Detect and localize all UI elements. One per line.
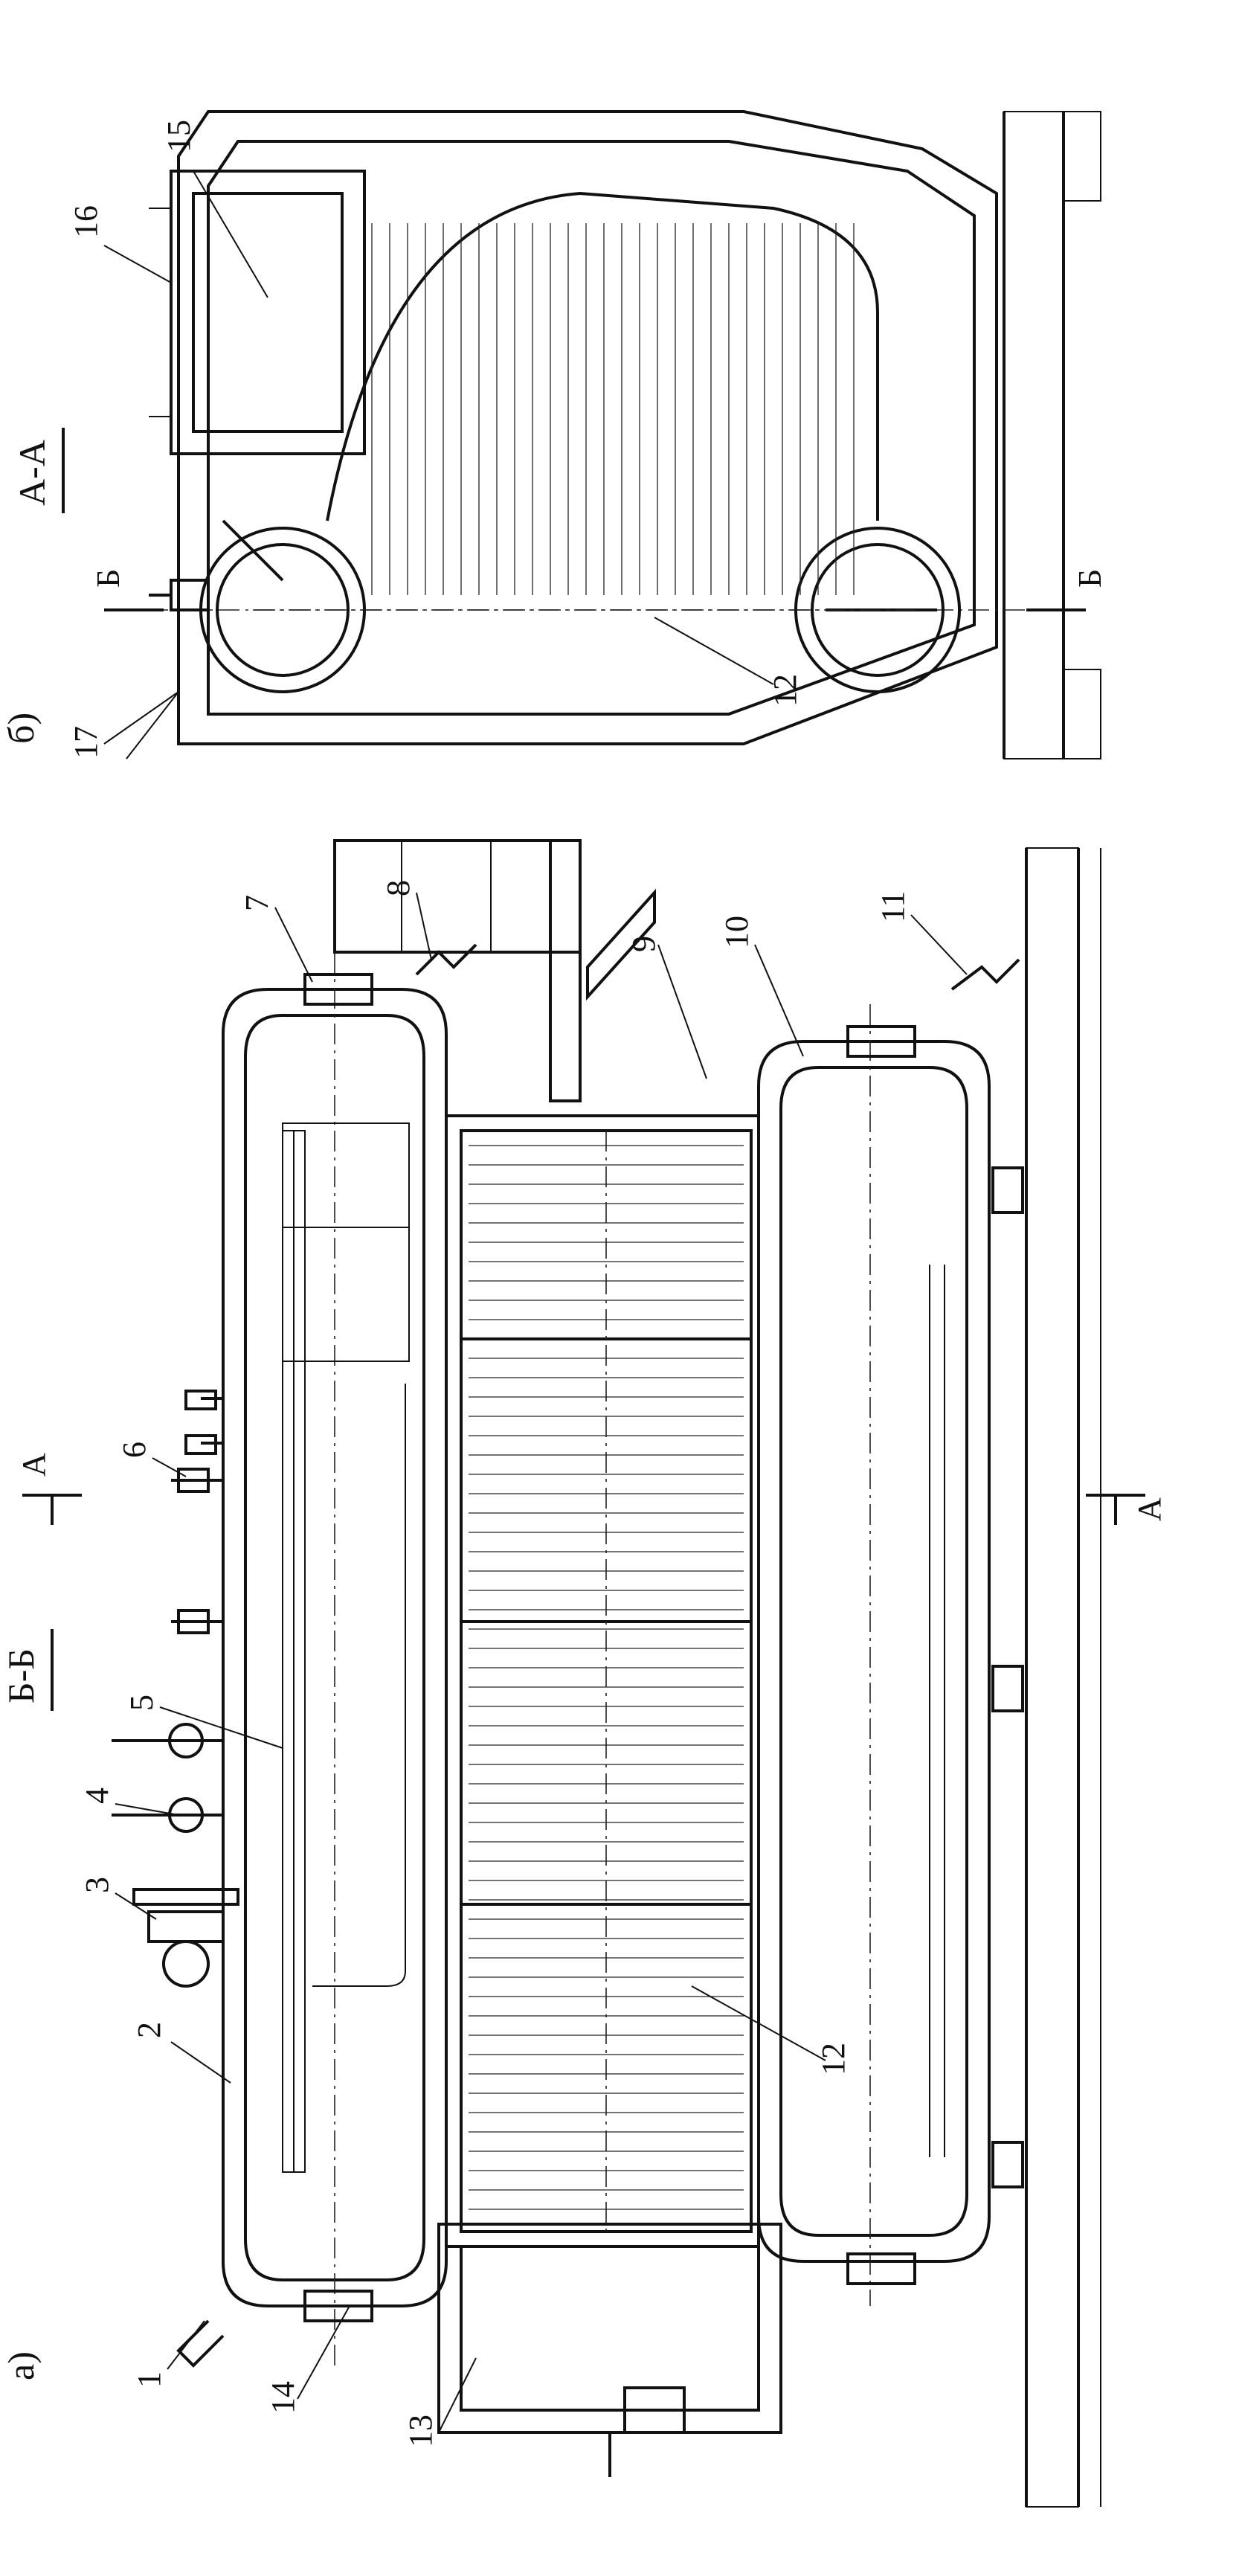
callout-8: 8: [380, 880, 416, 896]
cut-marker-b-top: Б: [90, 569, 126, 588]
view-a-section-title: Б-Б: [0, 1648, 42, 1703]
callout-10: 10: [718, 916, 755, 948]
manhole-bottom: [846, 2252, 916, 2285]
callout-6: 6: [116, 1442, 152, 1458]
callout-2: 2: [131, 2022, 167, 2038]
manhole-7: [303, 973, 373, 1006]
callout-4: 4: [79, 1788, 115, 1804]
callout-13: 13: [402, 2415, 439, 2447]
gas-outlet: [333, 839, 656, 1102]
view-a-letter: а): [0, 2351, 42, 2380]
view-b-section-title: А-А: [11, 440, 53, 506]
callout-11: 11: [875, 891, 911, 922]
leaders-a: [115, 892, 968, 2433]
casing-b: [177, 110, 998, 745]
manhole-10: [846, 1025, 916, 1058]
cut-marker-a-bottom: А: [1131, 1497, 1168, 1521]
view-b-letter: б): [0, 713, 42, 744]
callout-14: 14: [265, 2381, 301, 2414]
callout-b-16: 16: [68, 205, 104, 238]
valve-4: [112, 1797, 223, 1833]
cut-marker-a-top: А: [16, 1453, 52, 1477]
callout-b-17: 17: [68, 726, 104, 759]
callout-b-15: 15: [161, 120, 197, 152]
foundation-a: [1025, 847, 1101, 2508]
valve-3: [132, 1888, 239, 1988]
tube-bank: [445, 1114, 760, 2248]
gas-outlet-15: [149, 170, 366, 455]
manhole-14: [303, 2290, 373, 2322]
callout-3: 3: [79, 1877, 115, 1893]
valve-6: [171, 1468, 223, 1634]
fittings: [112, 943, 1024, 2368]
valves-top: [184, 1390, 223, 1455]
valve-5: [112, 1723, 223, 1758]
view-b-section: б) А-А Б Б 12 15 16 17: [0, 110, 1108, 759]
lower-drum: [757, 1004, 991, 2306]
callout-7: 7: [239, 895, 275, 911]
cut-marker-b-bottom: Б: [1072, 569, 1108, 588]
cut-markers-a: [22, 1494, 1145, 1525]
callout-1: 1: [131, 2371, 167, 2388]
callout-12: 12: [815, 2043, 852, 2075]
tubes-b: [253, 191, 915, 611]
view-a-section: а) Б-Б А А 1 2 3 4 5 6 7 8 9 10 11 12 13…: [0, 839, 1168, 2508]
foundation-b: [1003, 111, 1101, 759]
upper-drum: [222, 952, 448, 2365]
callout-5: 5: [123, 1695, 160, 1711]
callout-b-12: 12: [767, 674, 803, 707]
furnace-box: [437, 2223, 782, 2477]
callout-9: 9: [625, 936, 662, 952]
